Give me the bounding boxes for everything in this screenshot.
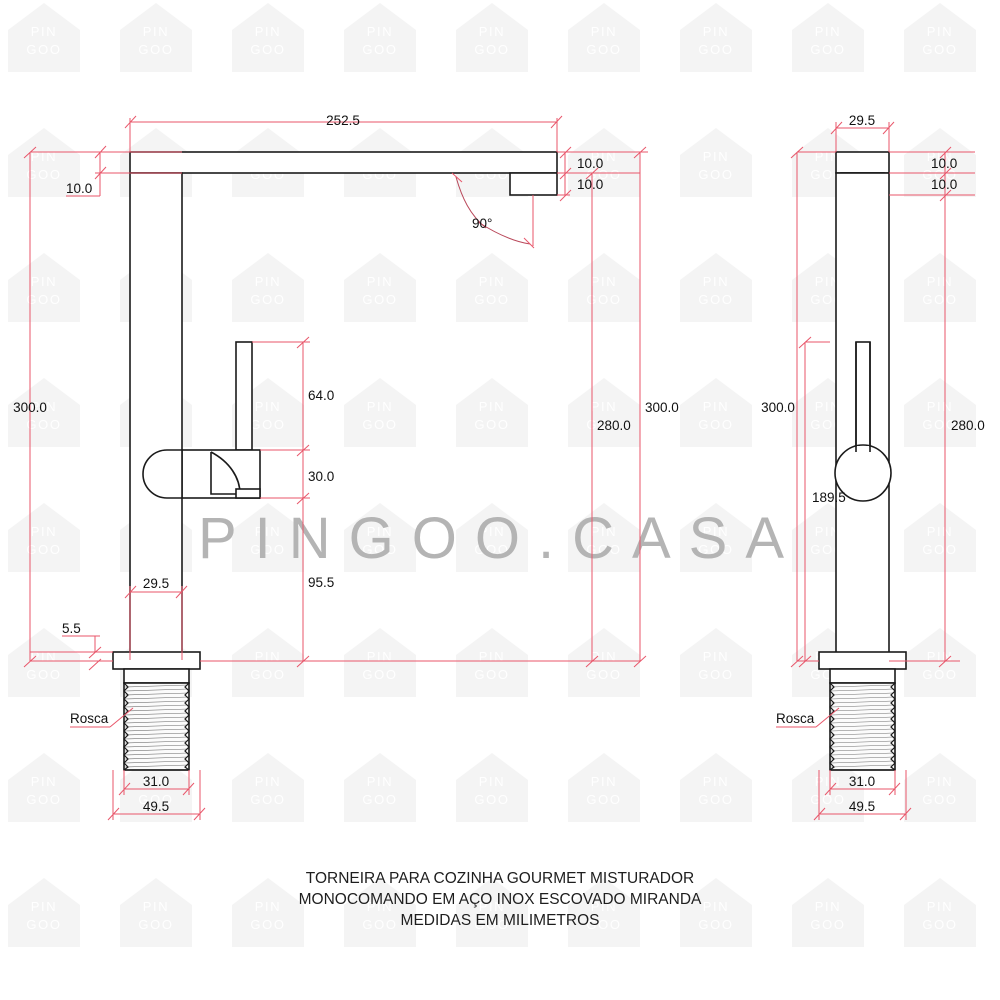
dim-side-cap-thickness: 10.0 bbox=[931, 177, 957, 192]
dim-front-flange-diameter: 49.5 bbox=[143, 799, 169, 814]
dim-side-column-width: 29.5 bbox=[849, 113, 875, 128]
dim-front-body-height: 280.0 bbox=[597, 418, 631, 433]
dim-side-overall-height: 300.0 bbox=[761, 400, 795, 415]
caption-line-3: MEDIDAS EM MILIMETROS bbox=[400, 912, 600, 929]
caption-line-1: TORNEIRA PARA COZINHA GOURMET MISTURADOR bbox=[305, 870, 695, 887]
dim-side-thread-diameter: 31.0 bbox=[849, 774, 875, 789]
dim-front-bar-thickness: 10.0 bbox=[66, 181, 92, 196]
dim-front-cartridge-height: 30.0 bbox=[308, 469, 334, 484]
caption-line-2: MONOCOMANDO EM AÇO INOX ESCOVADO MIRANDA bbox=[298, 891, 702, 908]
dim-front-lever-height: 64.0 bbox=[308, 388, 334, 403]
front-view-dimensions bbox=[23, 115, 648, 821]
dim-front-flange-thickness: 5.5 bbox=[62, 621, 81, 636]
dim-front-angle: 90° bbox=[472, 216, 492, 231]
dim-front-right-overall-height: 300.0 bbox=[645, 400, 679, 415]
dim-front-thread-diameter: 31.0 bbox=[143, 774, 169, 789]
label-side-rosca: Rosca bbox=[776, 711, 815, 726]
dim-front-aerator-thickness: 10.0 bbox=[577, 177, 603, 192]
dim-front-column-width: 29.5 bbox=[143, 576, 169, 591]
dim-side-flange-diameter: 49.5 bbox=[849, 799, 875, 814]
dim-front-spout-thickness: 10.0 bbox=[577, 156, 603, 171]
front-view-dimension-text: 252.5 10.0 300.0 5.5 29.5 31.0 49.5 64.0… bbox=[13, 113, 679, 814]
label-front-rosca: Rosca bbox=[70, 711, 109, 726]
dim-front-spout-length: 252.5 bbox=[326, 113, 360, 128]
dim-side-handle-height: 189.5 bbox=[812, 490, 846, 505]
dim-side-body-height: 280.0 bbox=[951, 418, 985, 433]
dim-front-lower-column-height: 95.5 bbox=[308, 575, 334, 590]
dim-front-overall-height: 300.0 bbox=[13, 400, 47, 415]
drawing-caption: TORNEIRA PARA COZINHA GOURMET MISTURADOR… bbox=[0, 868, 1000, 931]
dim-side-top-bar-thickness: 10.0 bbox=[931, 156, 957, 171]
